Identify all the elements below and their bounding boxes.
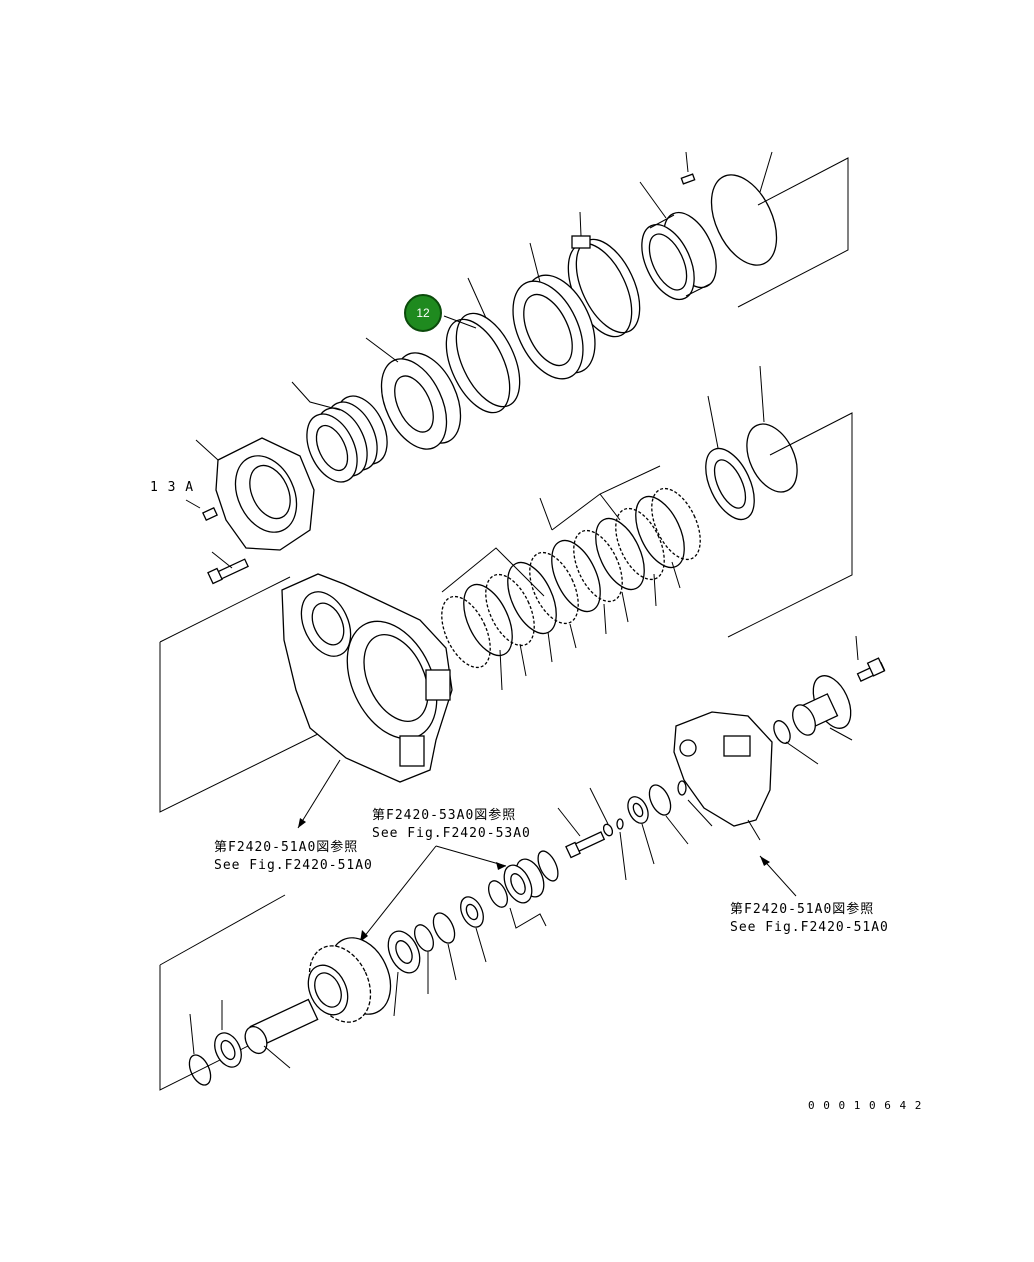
spring-stack xyxy=(291,381,388,483)
o-ring-right xyxy=(773,720,819,765)
seal-ring-pair-item-12 xyxy=(443,277,521,414)
ref-f2420-53a0-en: See Fig.F2420-53A0 xyxy=(372,826,531,841)
flange-bolt xyxy=(855,635,886,682)
lower-bearing xyxy=(387,930,421,1017)
long-bolt xyxy=(207,551,249,585)
clutch-group-bracket xyxy=(159,412,853,813)
shaft-snap-ring xyxy=(188,1013,212,1086)
small-o-ring-valve xyxy=(677,780,713,827)
output-shaft xyxy=(244,998,319,1069)
transmission-case xyxy=(281,573,453,829)
small-bolt xyxy=(185,499,218,522)
ref-f2420-51a0-right-en: See Fig.F2420-51A0 xyxy=(730,920,889,935)
housing-cover xyxy=(195,437,315,551)
needle-bearing xyxy=(639,181,717,301)
snap-ring-top xyxy=(710,151,778,266)
ref-f2420-53a0-jp: 第F2420-53A0図参照 xyxy=(372,808,517,823)
ref-f2420-51a0-left-jp: 第F2420-51A0図参照 xyxy=(214,840,359,855)
output-flange xyxy=(792,675,853,741)
small-washer xyxy=(616,818,627,881)
ref-f2420-51a0-right-jp: 第F2420-51A0図参照 xyxy=(730,902,875,917)
clutch-hub xyxy=(365,337,462,450)
hex-bolt xyxy=(557,787,614,859)
piston xyxy=(512,242,596,380)
drawing-number: 0 0 0 1 0 6 4 2 xyxy=(808,1099,923,1112)
roller-bearing-lower xyxy=(359,845,559,943)
callout-badge-12[interactable]: 12 xyxy=(404,294,442,332)
shaft-bearing xyxy=(214,1000,242,1068)
clutch-plates xyxy=(441,365,798,691)
valve-housing xyxy=(673,711,797,897)
gear-assembly xyxy=(307,937,392,1023)
snap-ring-mid xyxy=(648,784,689,845)
item-13a-label: 1 3 A xyxy=(150,480,195,495)
lower-snap-rings xyxy=(413,880,509,994)
bearing-race xyxy=(627,796,655,865)
ref-f2420-51a0-left-en: See Fig.F2420-51A0 xyxy=(214,858,373,873)
upper-group-bracket xyxy=(737,157,849,308)
dowel-pin xyxy=(680,151,696,185)
